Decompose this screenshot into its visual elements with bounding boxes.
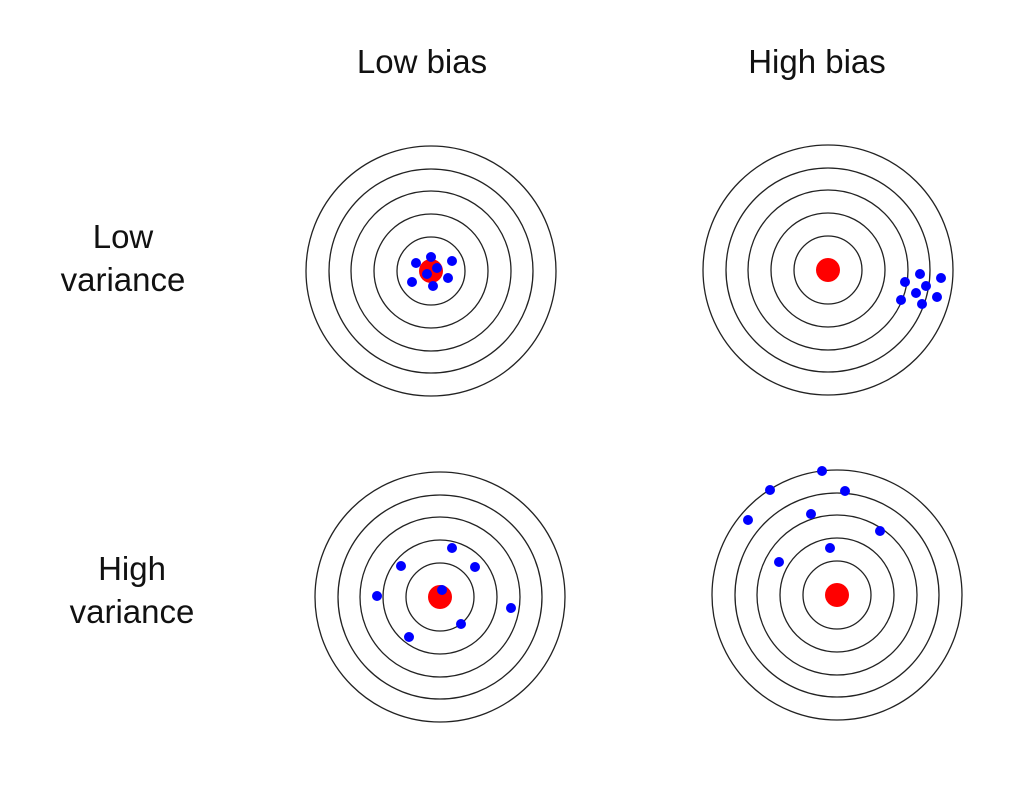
shot-dot [917,299,927,309]
shot-dot [806,509,816,519]
shot-dot [411,258,421,268]
shot-dot [447,543,457,553]
target-ring [382,539,498,655]
column-header-high-bias: High bias [748,43,886,80]
shot-dot [428,281,438,291]
target-ring [305,145,557,397]
shot-dot [404,632,414,642]
shot-dot [437,585,447,595]
shot-dot [932,292,942,302]
target-ring [779,537,895,653]
shot-dot [372,591,382,601]
target-ring [711,469,963,721]
shot-dot [456,619,466,629]
row-header-line: High [98,550,166,587]
target-ring [314,471,566,723]
target-ring [359,516,521,678]
bullseye-dot [825,583,849,607]
row-header-line: Low [92,218,154,255]
shot-dot [426,252,436,262]
shot-dot [840,486,850,496]
target-high-bias-low-variance [702,144,954,396]
target-low-bias-high-variance [314,471,566,723]
shot-dot [396,561,406,571]
shot-dot [875,526,885,536]
target-ring [793,235,863,305]
shot-dot [896,295,906,305]
row-header-high-variance: High variance [32,547,232,633]
shot-dot [900,277,910,287]
shot-dot [506,603,516,613]
target-ring [702,144,954,396]
row-header-line: variance [69,593,195,630]
target-ring [734,492,940,698]
shot-dot [936,273,946,283]
shot-dot [765,485,775,495]
shot-dot [825,543,835,553]
shot-dot [447,256,457,266]
target-ring [396,236,466,306]
shot-dot [470,562,480,572]
target-ring [405,562,475,632]
shot-dot [407,277,417,287]
row-header-low-variance: Low variance [23,215,223,301]
row-header-line: variance [60,261,186,298]
shot-dot [817,466,827,476]
column-header-low-bias: Low bias [356,43,488,80]
target-ring [337,494,543,700]
target-ring [350,190,512,352]
shot-dot [422,269,432,279]
shot-dot [915,269,925,279]
target-ring [725,167,931,373]
bullseye-dot [816,258,840,282]
target-ring [802,560,872,630]
shot-dot [911,288,921,298]
shot-dot [743,515,753,525]
shot-dot [432,263,442,273]
shot-dot [774,557,784,567]
target-ring [770,212,886,328]
target-high-bias-high-variance [711,466,963,721]
target-low-bias-low-variance [305,145,557,397]
shot-dot [921,281,931,291]
shot-dot [443,273,453,283]
target-ring [373,213,489,329]
target-ring [747,189,909,351]
target-ring [328,168,534,374]
target-ring [756,514,918,676]
